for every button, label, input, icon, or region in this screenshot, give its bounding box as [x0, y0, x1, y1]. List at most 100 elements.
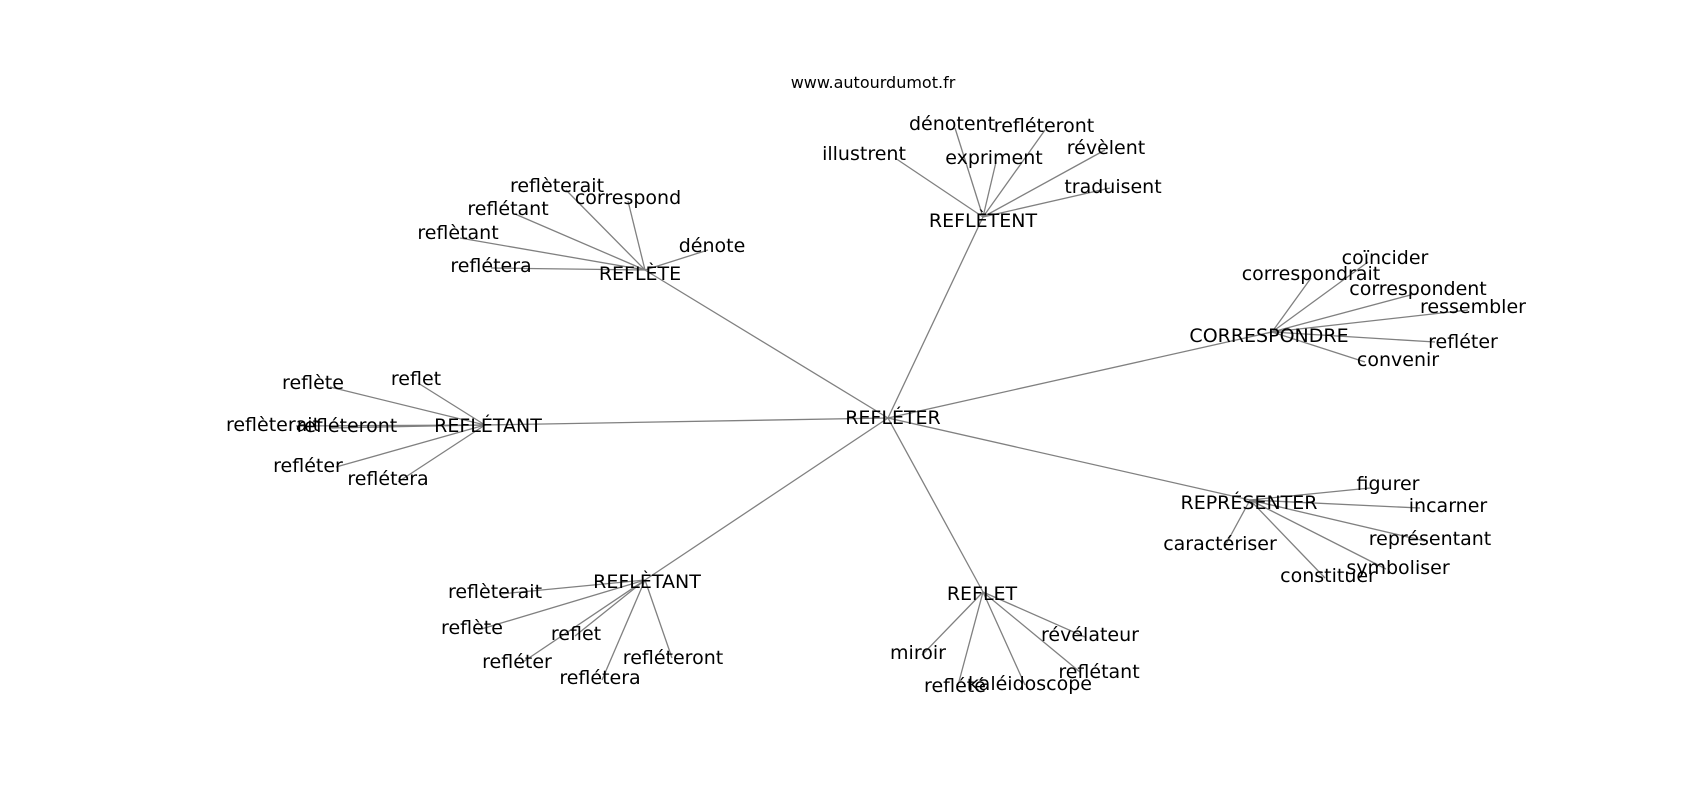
edge-hub-3-leaf-3	[329, 424, 486, 429]
edge-center-hub-3	[484, 417, 889, 426]
leaf-node-label[interactable]: révèlent	[1067, 137, 1145, 159]
hub-node-label[interactable]: REPRÉSENTER	[1181, 491, 1318, 514]
leaf-node-label[interactable]: incarner	[1409, 495, 1488, 517]
edge-hub-6-leaf-4	[982, 591, 1026, 686]
edge-hub-4-leaf-1	[1249, 499, 1421, 509]
edge-center-hub-0	[644, 269, 889, 419]
leaf-node-label[interactable]: reflétera	[450, 255, 531, 277]
edge-hub-4-leaf-4	[1249, 499, 1387, 570]
edge-hub-0-leaf-2	[514, 213, 646, 271]
edge-hub-0-leaf-0	[565, 189, 646, 271]
edge-hub-2-leaf-3	[1271, 309, 1469, 333]
edge-hub-5-leaf-0	[499, 579, 646, 595]
leaf-node-label[interactable]: ressembler	[1420, 296, 1526, 318]
leaf-node-label[interactable]: révélateur	[1041, 624, 1139, 646]
hub-node-label[interactable]: REFLET	[947, 583, 1018, 605]
leaf-node-label[interactable]: reflétant	[1058, 661, 1139, 683]
edge-hub-1-leaf-4	[982, 149, 1106, 218]
edge-hub-0-leaf-4	[644, 249, 709, 271]
edge-hub-3-leaf-4	[335, 424, 486, 468]
edge-hub-0-leaf-5	[490, 267, 646, 271]
leaf-node-label[interactable]: correspondent	[1349, 278, 1487, 300]
leaf-node-label[interactable]: refléter	[1428, 331, 1498, 353]
leaf-node-label[interactable]: reflété	[924, 675, 986, 697]
leaf-node-label[interactable]: illustrent	[822, 143, 906, 165]
edge-hub-3-leaf-5	[397, 424, 486, 483]
edge-hub-1-leaf-3	[982, 161, 997, 218]
leaf-node-label[interactable]: miroir	[890, 642, 946, 664]
leaf-node-label[interactable]: refléteront	[994, 115, 1094, 137]
leaf-node-label[interactable]: refléter	[273, 455, 343, 477]
edge-hub-5-leaf-4	[644, 579, 673, 659]
edge-hub-4-leaf-2	[1249, 499, 1426, 542]
edge-hub-6-leaf-2	[982, 591, 1081, 673]
edge-hub-6-leaf-3	[956, 591, 984, 690]
leaf-node-label[interactable]: coïncider	[1342, 247, 1429, 269]
edge-hub-5-leaf-5	[601, 579, 646, 681]
edge-hub-2-leaf-5	[1271, 331, 1366, 363]
leaf-node-label[interactable]: constituer	[1280, 565, 1376, 587]
leaf-node-label[interactable]: correspondrait	[1242, 263, 1381, 285]
leaf-node-label[interactable]: refléteront	[623, 647, 723, 669]
edge-hub-0-leaf-1	[627, 200, 646, 271]
leaf-node-label[interactable]: reflétant	[467, 198, 548, 220]
leaf-node-label[interactable]: expriment	[945, 147, 1042, 169]
edge-hub-3-leaf-1	[417, 382, 486, 426]
leaf-node-label[interactable]: caractériser	[1163, 533, 1277, 555]
edge-hub-2-leaf-0	[1271, 261, 1369, 333]
edge-center-hub-4	[887, 417, 1251, 501]
hub-node-label[interactable]: REFLÈTENT	[929, 209, 1038, 232]
center-node-label[interactable]: REFLÉTER	[845, 406, 941, 429]
hub-node-label[interactable]: CORRESPONDRE	[1189, 325, 1348, 347]
edge-hub-2-leaf-1	[1271, 277, 1312, 333]
graph-edges	[295, 127, 1469, 690]
edge-hub-3-leaf-0	[329, 386, 486, 426]
edge-hub-1-leaf-0	[954, 127, 984, 218]
leaf-node-label[interactable]: reflétera	[559, 667, 640, 689]
hub-node-label[interactable]: REFLÈTANT	[593, 570, 701, 593]
leaf-node-label[interactable]: dénote	[679, 235, 746, 257]
leaf-node-label[interactable]: reflètant	[417, 222, 498, 244]
leaf-node-label[interactable]: reflète	[282, 372, 344, 394]
hub-node-label[interactable]: REFLÉTANT	[434, 414, 542, 437]
leaf-node-label[interactable]: représentant	[1369, 528, 1491, 550]
graph-labels: www.autourdumot.fr reflèteraitcorrespond…	[226, 73, 1526, 697]
edge-hub-2-leaf-4	[1271, 331, 1436, 343]
edge-hub-4-leaf-3	[1224, 499, 1251, 547]
leaf-node-label[interactable]: kaléidoscope	[968, 673, 1092, 695]
edge-hub-1-leaf-2	[894, 157, 984, 218]
leaf-node-label[interactable]: reflet	[551, 623, 601, 645]
edge-hub-6-leaf-1	[982, 591, 1086, 638]
leaf-node-label[interactable]: reflèterait	[226, 414, 320, 436]
edge-hub-5-leaf-3	[519, 579, 646, 665]
edge-hub-5-leaf-2	[574, 579, 646, 637]
leaf-node-label[interactable]: correspond	[575, 187, 681, 209]
edge-center-hub-6	[887, 417, 984, 593]
leaf-node-label[interactable]: reflèterait	[448, 581, 542, 603]
leaf-node-label[interactable]: refléteront	[297, 415, 397, 437]
site-url[interactable]: www.autourdumot.fr	[791, 73, 956, 92]
hub-node-label[interactable]: REFLÈTE	[599, 262, 681, 285]
edge-hub-5-leaf-1	[477, 579, 646, 631]
edge-hub-4-leaf-0	[1249, 487, 1371, 501]
edge-center-hub-2	[887, 331, 1273, 419]
edge-hub-4-leaf-5	[1249, 499, 1326, 579]
edge-hub-1-leaf-5	[982, 187, 1111, 218]
edge-hub-6-leaf-0	[921, 591, 984, 656]
leaf-node-label[interactable]: reflet	[391, 368, 441, 390]
leaf-node-label[interactable]: symboliser	[1346, 557, 1449, 579]
leaf-node-label[interactable]: reflèterait	[510, 175, 604, 197]
leaf-node-label[interactable]: convenir	[1357, 349, 1439, 371]
edge-hub-1-leaf-1	[982, 129, 1046, 218]
leaf-node-label[interactable]: dénotent	[909, 113, 995, 135]
edge-hub-2-leaf-2	[1271, 292, 1419, 333]
edge-center-hub-5	[644, 417, 889, 581]
leaf-node-label[interactable]: reflétera	[347, 468, 428, 490]
leaf-node-label[interactable]: refléter	[482, 651, 552, 673]
edge-center-hub-1	[887, 216, 984, 419]
edge-hub-0-leaf-3	[459, 237, 646, 271]
leaf-node-label[interactable]: traduisent	[1064, 176, 1161, 198]
leaf-node-label[interactable]: reflète	[441, 617, 503, 639]
leaf-node-label[interactable]: figurer	[1357, 473, 1420, 495]
